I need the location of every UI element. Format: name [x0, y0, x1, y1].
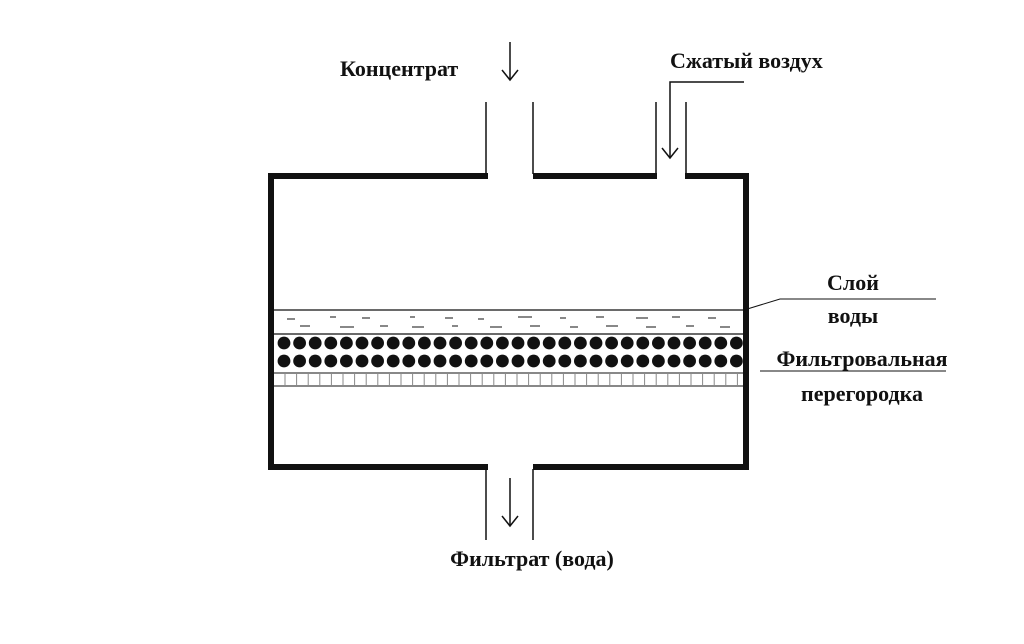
particle-dot-icon	[464, 354, 478, 368]
particle-dot-icon	[574, 354, 587, 368]
particle-dot-icon	[698, 354, 712, 368]
particle-dot-icon	[402, 336, 416, 350]
filter-partition-cells	[284, 374, 738, 385]
particle-dot-icon	[542, 354, 556, 368]
particle-dot-icon	[277, 336, 291, 350]
particle-dot-icon	[418, 354, 431, 368]
particle-dot-icon	[433, 354, 447, 368]
water-dashes	[287, 316, 730, 328]
particle-dot-icon	[574, 336, 587, 350]
down-arrow-icon	[661, 81, 744, 160]
filter-partition	[272, 372, 745, 387]
particle-dot-icon	[308, 336, 322, 350]
particle-dot-icon	[293, 336, 306, 350]
particle-dot-icon	[449, 336, 462, 350]
particle-dot-icon	[589, 336, 603, 350]
particle-dot-icon	[605, 336, 618, 350]
water-layer-label-line2: воды	[828, 303, 878, 328]
particle-dot-icon	[449, 354, 462, 368]
particle-dot-icon	[511, 336, 525, 350]
particle-dot-icon	[511, 354, 525, 368]
particle-dot-icon	[340, 354, 353, 368]
filter-partition-label-line1: Фильтровальная	[776, 346, 947, 371]
particle-dot-icon	[589, 354, 603, 368]
particle-dot-icon	[698, 336, 712, 350]
particle-dot-icon	[496, 354, 509, 368]
particle-dot-icon	[652, 336, 665, 350]
particle-dot-icon	[355, 336, 369, 350]
particle-dot-icon	[730, 336, 743, 350]
particle-dot-icon	[433, 336, 447, 350]
particle-dot-icon	[464, 336, 478, 350]
particle-dot-icon	[480, 336, 494, 350]
filter-partition-label-line2: перегородка	[801, 381, 923, 406]
particle-dot-icon	[667, 354, 681, 368]
water-layer-leader	[743, 298, 936, 311]
pipes	[485, 102, 687, 540]
particle-dot-icon	[527, 336, 540, 350]
particle-dot-icon	[496, 336, 509, 350]
particle-dot-icon	[714, 336, 728, 350]
particle-dot-icon	[324, 354, 338, 368]
compressed-air-label: Сжатый воздух	[670, 48, 823, 73]
particle-dot-icon	[527, 354, 540, 368]
particle-dot-icon	[683, 336, 696, 350]
particle-dot-icon	[340, 336, 353, 350]
filter-partition-frame	[272, 372, 745, 387]
particle-dot-icon	[558, 354, 572, 368]
water-layer	[273, 309, 744, 335]
particle-dot-icon	[293, 354, 306, 368]
particle-dot-icon	[542, 336, 556, 350]
particle-dot-icon	[402, 354, 416, 368]
down-arrow-icon	[501, 478, 519, 528]
particle-dot-icon	[558, 336, 572, 350]
particle-dot-icon	[605, 354, 618, 368]
particle-dot-icon	[308, 354, 322, 368]
particle-dot-icon	[620, 336, 634, 350]
particle-dot-icon	[355, 354, 369, 368]
particle-dot-icon	[730, 354, 743, 368]
particle-dot-icon	[386, 336, 400, 350]
down-arrow-icon	[501, 42, 519, 82]
vessel	[268, 173, 749, 470]
concentrate-label: Концентрат	[340, 56, 458, 81]
particle-dot-icon	[418, 336, 431, 350]
particle-dot-icon	[480, 354, 494, 368]
particle-dot-icon	[324, 336, 338, 350]
particle-dot-icon	[683, 354, 696, 368]
particle-dot-icon	[371, 354, 384, 368]
filtrate-label: Фильтрат (вода)	[450, 546, 614, 571]
arrows	[501, 42, 744, 528]
particle-dot-icon	[667, 336, 681, 350]
particle-dot-icon	[620, 354, 634, 368]
particle-dot-icon	[277, 354, 291, 368]
particle-dot-icon	[386, 354, 400, 368]
particle-dot-icon	[636, 336, 650, 350]
sediment-layer	[277, 336, 743, 368]
leader-lines	[743, 298, 946, 372]
particle-dot-icon	[636, 354, 650, 368]
particle-dot-icon	[714, 354, 728, 368]
particle-dot-icon	[652, 354, 665, 368]
particle-dot-icon	[371, 336, 384, 350]
water-layer-label-line1: Слой	[827, 270, 879, 295]
